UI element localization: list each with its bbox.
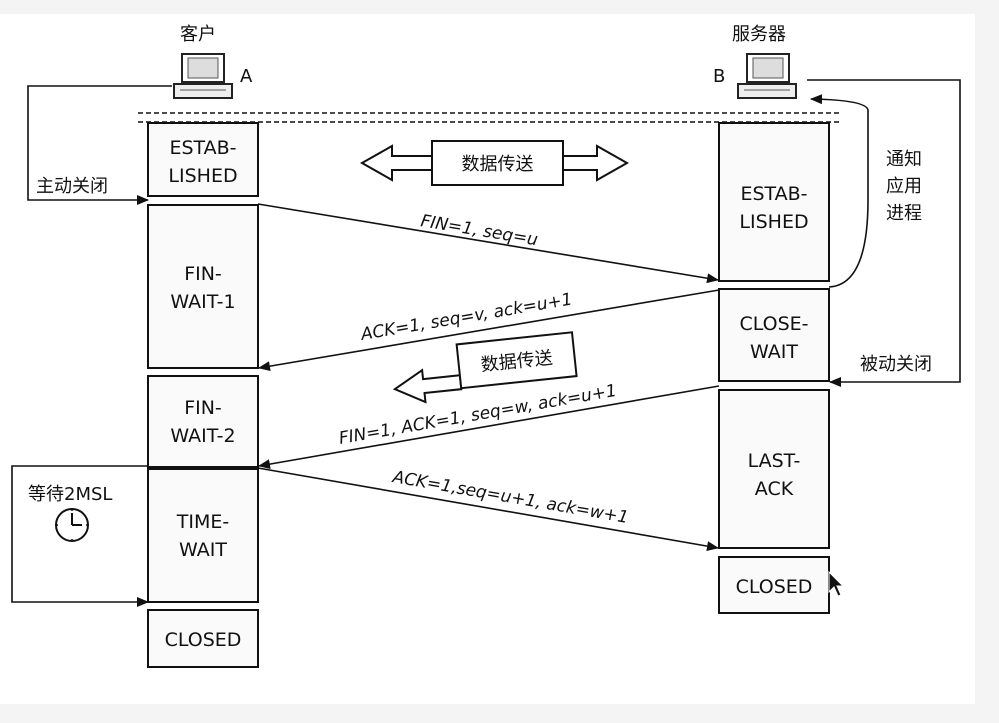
passive-close-arrow [807,79,961,387]
notify-app-label-1: 通知 [886,149,922,170]
notify-app-arrow [810,94,869,288]
client-state-fin-wait-2: FIN- WAIT-2 [147,375,259,468]
svg-text:LISHED: LISHED [168,165,237,187]
fin2-arrow [258,385,720,470]
svg-text:WAIT-1: WAIT-1 [170,291,235,313]
server-label: 服务器 [732,24,786,45]
svg-text:数据传送: 数据传送 [462,154,534,175]
svg-text:ESTAB-: ESTAB- [740,183,807,205]
wait-2msl-label: 等待2MSL [28,484,112,505]
svg-text:ACK: ACK [755,478,794,500]
notify-app-label-3: 进程 [886,203,922,224]
computer-icon [737,53,797,99]
client-state-established: ESTAB- LISHED [147,122,259,197]
mouse-cursor-icon [828,570,845,597]
active-close-label: 主动关闭 [36,176,108,197]
passive-close-label: 被动关闭 [860,354,932,375]
svg-text:FIN-: FIN- [184,263,222,285]
computer-icon [173,53,233,99]
data-transfer-middle: 数据传送 [392,331,578,404]
client-label: 客户 [180,24,216,45]
svg-text:WAIT: WAIT [179,539,227,561]
server-state-established: ESTAB- LISHED [718,122,830,282]
svg-text:CLOSED: CLOSED [736,576,813,598]
ack1-arrow [258,289,720,372]
client-letter: A [240,66,253,87]
ack2-arrow [257,467,719,552]
server-state-closed: CLOSED [718,556,830,614]
svg-text:LISHED: LISHED [739,211,808,233]
svg-text:CLOSE-: CLOSE- [739,313,808,335]
notify-app-label-2: 应用 [886,176,922,197]
clock-icon [55,508,89,542]
client-state-closed: CLOSED [147,609,259,668]
svg-text:CLOSED: CLOSED [165,629,242,651]
fin1-arrow [257,203,719,284]
server-state-last-ack: LAST- ACK [718,389,830,549]
active-close-arrow [27,85,172,205]
data-transfer-top: 数据传送 [359,140,630,186]
wait-2msl-arrow [11,465,149,607]
server-letter: B [713,66,725,87]
svg-text:ESTAB-: ESTAB- [169,137,236,159]
server-state-close-wait: CLOSE- WAIT [718,288,830,382]
client-state-time-wait: TIME- WAIT [147,468,259,603]
svg-text:WAIT: WAIT [750,341,798,363]
svg-text:TIME-: TIME- [176,511,229,533]
svg-text:LAST-: LAST- [748,450,801,472]
svg-text:WAIT-2: WAIT-2 [170,425,235,447]
client-state-fin-wait-1: FIN- WAIT-1 [147,204,259,369]
svg-text:FIN-: FIN- [184,397,222,419]
